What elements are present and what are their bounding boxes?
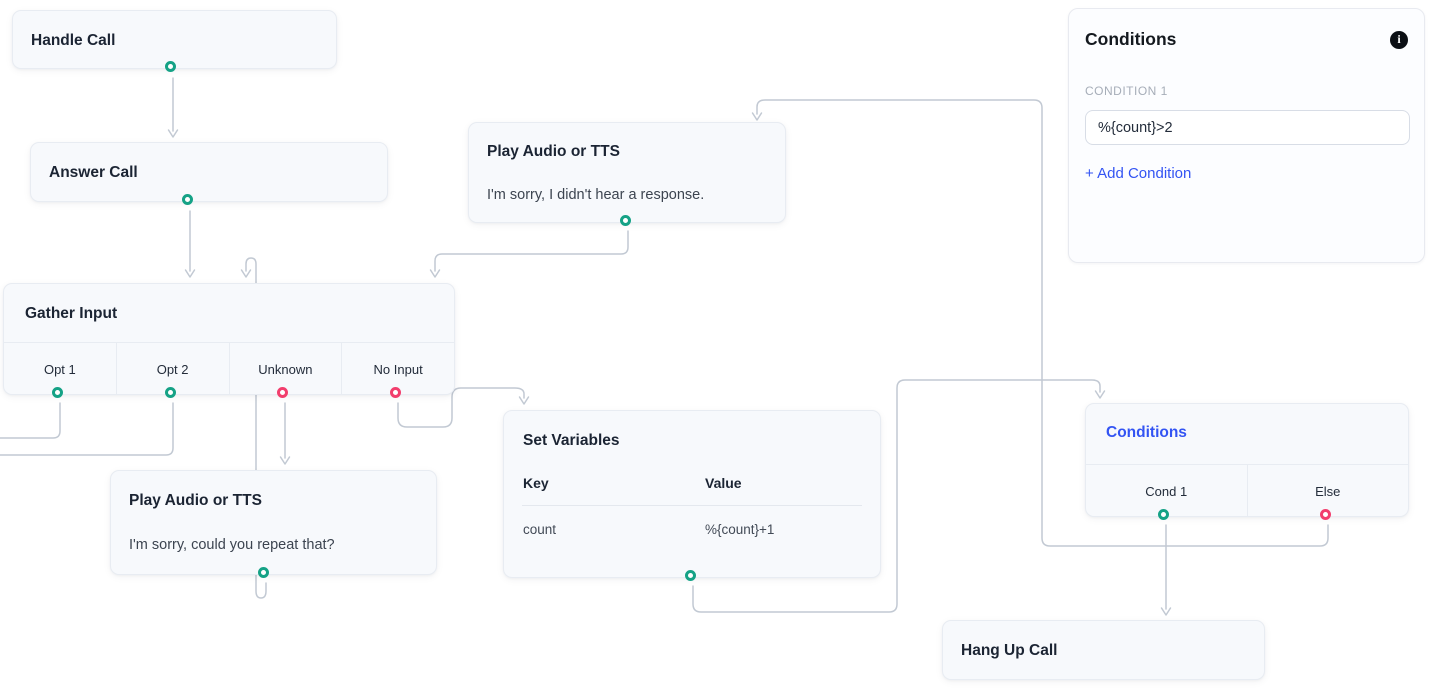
edge-playaudio1-to-gather <box>434 230 629 272</box>
node-title: Answer Call <box>49 164 138 181</box>
port-cell-unknown[interactable]: Unknown <box>228 343 342 395</box>
edge-opt2-exit <box>0 402 174 456</box>
variables-table-header: Key Value <box>504 475 880 491</box>
node-set-variables[interactable]: Set Variables Key Value count %{count}+1 <box>503 410 881 578</box>
output-port-opt-1[interactable] <box>51 386 63 398</box>
node-gather-input[interactable]: Gather Input Opt 1 Opt 2 Unknown No Inpu… <box>3 283 455 395</box>
variable-key: count <box>523 521 557 537</box>
edge-noinput-to-setvars <box>397 387 525 428</box>
value-column-header: Value <box>705 474 742 491</box>
port-label: Cond 1 <box>1145 483 1188 499</box>
port-cell-opt-2[interactable]: Opt 2 <box>115 343 229 395</box>
arrowheads <box>167 112 1172 616</box>
node-conditions[interactable]: Conditions Cond 1 Else <box>1085 403 1409 517</box>
variable-row: count %{count}+1 <box>504 522 880 537</box>
port-cell-opt-1[interactable]: Opt 1 <box>4 343 116 395</box>
node-body-text: I'm sorry, could you repeat that? <box>129 536 335 553</box>
conditions-ports-row: Cond 1 Else <box>1086 464 1408 517</box>
table-divider <box>522 504 862 506</box>
output-port-opt-2[interactable] <box>164 386 176 398</box>
output-port-handle-call[interactable] <box>164 61 176 72</box>
output-port-no-input[interactable] <box>389 386 401 398</box>
node-hang-up-call[interactable]: Hang Up Call <box>942 620 1265 680</box>
node-title: Play Audio or TTS <box>487 143 620 160</box>
node-title: Handle Call <box>31 32 116 49</box>
port-cell-no-input[interactable]: No Input <box>341 343 454 395</box>
key-column-header: Key <box>523 474 549 491</box>
panel-title: Conditions <box>1085 29 1177 49</box>
output-port-else[interactable] <box>1319 508 1331 520</box>
node-title: Conditions <box>1106 424 1187 441</box>
port-label: Opt 2 <box>156 361 189 377</box>
condition-1-input[interactable] <box>1085 110 1410 145</box>
add-condition-link[interactable]: + Add Condition <box>1085 165 1192 182</box>
node-title: Play Audio or TTS <box>129 492 262 509</box>
node-body-text: I'm sorry, I didn't hear a response. <box>487 186 705 203</box>
node-answer-call[interactable]: Answer Call <box>30 142 388 202</box>
node-title: Hang Up Call <box>961 642 1058 659</box>
port-label: Else <box>1315 483 1341 499</box>
port-label: Opt 1 <box>43 361 76 377</box>
condition-1-label: CONDITION 1 <box>1085 84 1168 98</box>
output-port-unknown[interactable] <box>276 386 288 398</box>
edge-setvars-to-conditions <box>692 379 1101 613</box>
edge-playaudio2-loop-to-gather <box>245 257 267 599</box>
node-play-audio-no-response[interactable]: Play Audio or TTS I'm sorry, I didn't he… <box>468 122 786 223</box>
edge-opt1-exit <box>0 402 61 439</box>
output-port-cond-1[interactable] <box>1157 508 1169 520</box>
port-label: No Input <box>373 361 423 377</box>
node-handle-call[interactable]: Handle Call <box>12 10 337 69</box>
node-title: Set Variables <box>523 432 620 449</box>
panel-header: Conditions i <box>1085 29 1408 50</box>
port-cell-cond-1[interactable]: Cond 1 <box>1086 465 1247 517</box>
output-port-play-audio-no-response[interactable] <box>619 214 631 226</box>
node-play-audio-repeat[interactable]: Play Audio or TTS I'm sorry, could you r… <box>110 470 437 575</box>
port-cell-else[interactable]: Else <box>1246 465 1409 517</box>
gather-ports-row: Opt 1 Opt 2 Unknown No Input <box>4 342 454 395</box>
output-port-play-audio-repeat[interactable] <box>257 566 269 578</box>
node-title: Gather Input <box>25 305 118 322</box>
conditions-properties-panel: Conditions i CONDITION 1 + Add Condition <box>1068 8 1425 263</box>
output-port-set-variables[interactable] <box>684 569 696 581</box>
port-label: Unknown <box>258 361 313 377</box>
edge-else-to-playaudio1 <box>756 99 1329 547</box>
variable-value: %{count}+1 <box>705 521 775 537</box>
output-port-answer-call[interactable] <box>181 193 193 205</box>
info-icon[interactable]: i <box>1390 30 1408 49</box>
